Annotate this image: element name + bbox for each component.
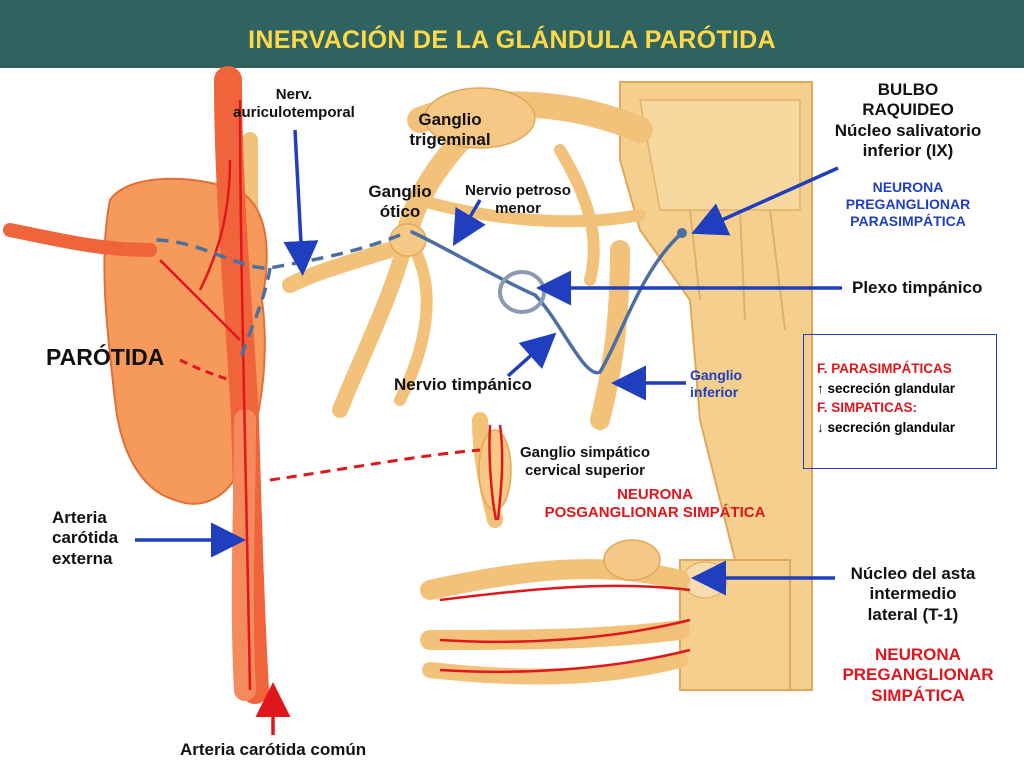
legend-box: F. PARASIMPÁTICAS ↑ secreción glandular … xyxy=(803,334,997,469)
label-parotida: PARÓTIDA xyxy=(46,344,165,370)
spinal-ganglion-shape xyxy=(603,539,661,581)
gland-duct-shape xyxy=(3,223,157,257)
legend-parasimpaticas: F. PARASIMPÁTICAS xyxy=(817,361,952,376)
label-arteria-carotida-comun: Arteria carótida común xyxy=(180,740,367,759)
parasympathetic-fibers xyxy=(410,230,684,375)
pointer-arrows-blue xyxy=(135,129,842,596)
title-banner xyxy=(0,0,1024,68)
label-nervio-timpanico: Nervio timpánico xyxy=(394,375,532,394)
tympanic-plexus-ring xyxy=(498,270,546,314)
page-title: INERVACIÓN DE LA GLÁNDULA PARÓTIDA xyxy=(248,26,776,54)
legend-simpaticas: F. SIMPATICAS: xyxy=(817,400,917,416)
parasympathetic-dashed-fiber xyxy=(154,233,401,270)
otic-ganglion-shape xyxy=(389,223,427,257)
sympathetic-dashed-fiber xyxy=(269,448,481,482)
legend-secrecion-aumento: ↑ secreción glandular xyxy=(817,380,956,396)
salivatory-nucleus-dot xyxy=(677,228,687,238)
spinal-cord-illustration xyxy=(679,559,791,691)
trigeminal-ganglion-shape xyxy=(424,87,536,149)
label-plexo-timpanico: Plexo timpánico xyxy=(852,278,983,297)
parasympathetic-dashed-branch xyxy=(238,267,272,361)
sympathetic-dashed-branch xyxy=(179,358,231,382)
legend-secrecion-disminucion: ↓ secreción glandular xyxy=(817,419,956,435)
label-nerv-auriculotemporal: Nerv.auriculotemporal xyxy=(233,86,355,121)
